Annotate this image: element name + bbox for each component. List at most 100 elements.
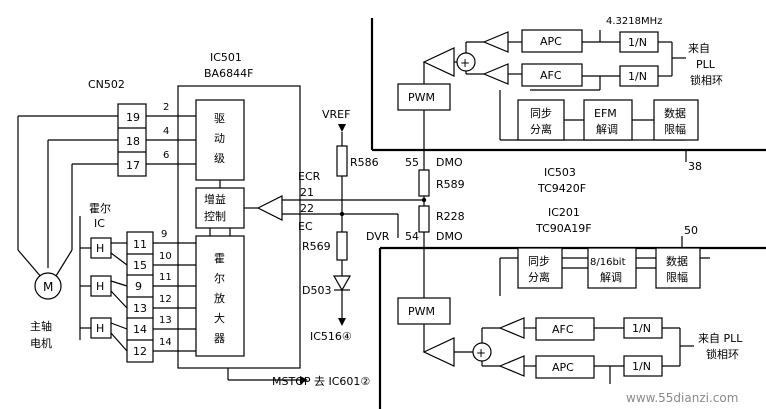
svg-text:2: 2 (163, 102, 169, 113)
svg-text:动: 动 (214, 132, 225, 145)
ic201-part: TC90A19F (535, 222, 592, 235)
svg-text:PWM: PWM (408, 91, 435, 104)
motor-symbol: M (43, 280, 53, 294)
ic501-name: IC501 (210, 51, 242, 64)
hall-pin-12: 12 (133, 345, 147, 358)
svg-text:1/N: 1/N (628, 36, 647, 49)
svg-text:限幅: 限幅 (666, 271, 688, 284)
svg-text:来自 PLL: 来自 PLL (698, 332, 743, 345)
dvr-label: DVR (366, 230, 390, 243)
svg-text:器: 器 (214, 332, 225, 345)
svg-text:控制: 控制 (204, 209, 226, 223)
bottom-apc-amp-icon (498, 355, 525, 377)
bottom-apc-block (535, 355, 595, 379)
vref-label: VREF (322, 108, 350, 121)
ic503-pin-38: 38 (688, 160, 702, 173)
svg-text:尔: 尔 (214, 272, 225, 285)
hall-ic-label-line1: 霍尔 (89, 202, 111, 215)
svg-text:分离: 分离 (528, 270, 550, 284)
svg-text:22: 22 (300, 202, 314, 215)
ic201-name: IC201 (548, 206, 580, 219)
top-afc-block (521, 63, 583, 87)
r228-resistor (418, 205, 430, 233)
spindle-motor-icon (34, 272, 62, 300)
hall-pin-14: 14 (133, 323, 147, 336)
svg-text:分离: 分离 (530, 122, 552, 136)
hall-pin-9: 9 (135, 280, 142, 293)
svg-text:解调: 解调 (600, 270, 622, 284)
svg-text:6: 6 (163, 150, 169, 161)
svg-text:EFM: EFM (594, 107, 617, 120)
svg-text:11: 11 (159, 272, 172, 283)
mstop-label: MSTOP 去 IC601② (272, 375, 370, 388)
motor-label-line1: 主轴 (30, 319, 52, 333)
svg-text:H: H (96, 322, 104, 335)
svg-text:锁相环: 锁相环 (706, 347, 739, 361)
svg-text:同步: 同步 (530, 107, 552, 120)
svg-text:限幅: 限幅 (664, 123, 686, 136)
hall-amplifier-block (195, 235, 245, 357)
svg-text:1/N: 1/N (632, 360, 651, 373)
svg-text:H: H (96, 242, 104, 255)
top-data-limit-block (653, 99, 699, 141)
svg-text:13: 13 (159, 315, 172, 326)
bottom-pwm-block (397, 297, 451, 325)
r586-resistor (336, 145, 348, 177)
svg-text:级: 级 (214, 152, 225, 165)
svg-text:同步: 同步 (528, 255, 550, 268)
svg-text:10: 10 (159, 251, 172, 262)
top-afc-amp-icon (482, 63, 509, 85)
bottom-amp-icon (422, 337, 455, 367)
hall-ic-label-line2: IC (94, 217, 105, 230)
svg-text:APC: APC (552, 361, 574, 374)
svg-text:+: + (476, 346, 486, 360)
svg-text:DMO: DMO (436, 156, 463, 169)
svg-text:D503: D503 (302, 284, 331, 297)
ic501-part: BA6844F (204, 67, 253, 80)
top-freq-label: 4.3218MHz (606, 16, 662, 27)
svg-text:1/N: 1/N (632, 322, 651, 335)
svg-text:21: 21 (300, 186, 314, 199)
svg-text:R586: R586 (350, 156, 379, 169)
r589-resistor (418, 169, 430, 197)
svg-text:DMO: DMO (436, 230, 463, 243)
svg-text:PWM: PWM (408, 305, 435, 318)
svg-text:霍: 霍 (214, 252, 225, 265)
ic516-label: IC516④ (310, 330, 352, 343)
svg-text:EC: EC (298, 220, 313, 233)
svg-text:ECR: ECR (298, 170, 321, 183)
error-amp-icon (256, 195, 283, 221)
motor-label-line2: 电机 (30, 336, 52, 350)
watermark-text: www.55dianzi.com (626, 391, 738, 405)
svg-text:AFC: AFC (540, 69, 562, 82)
cn502-pin-17: 17 (126, 159, 140, 172)
ic503-part: TC9420F (537, 182, 586, 195)
svg-text:APC: APC (540, 35, 562, 48)
svg-text:AFC: AFC (552, 323, 574, 336)
svg-text:来自: 来自 (688, 42, 710, 55)
svg-text:8/16bit: 8/16bit (590, 257, 626, 268)
cn502-label: CN502 (88, 78, 125, 91)
svg-text:数据: 数据 (666, 254, 688, 268)
top-apc-block (521, 29, 583, 53)
svg-text:R569: R569 (302, 240, 331, 253)
d503-diode-icon (332, 275, 352, 292)
ic503-name: IC503 (544, 166, 576, 179)
svg-text:R589: R589 (436, 178, 465, 191)
top-efm-demod-block (583, 99, 633, 141)
svg-text:PLL: PLL (696, 58, 716, 71)
svg-text:14: 14 (159, 337, 172, 348)
hall-pin-13: 13 (133, 302, 147, 315)
bottom-afc-block (535, 317, 595, 341)
svg-text:解调: 解调 (596, 122, 618, 136)
svg-text:1/N: 1/N (628, 70, 647, 83)
top-apc-amp-icon (482, 31, 509, 53)
hall-pin-11: 11 (133, 238, 147, 251)
svg-text:大: 大 (214, 311, 225, 325)
bottom-816-demod-block (587, 247, 637, 289)
svg-text:增益: 增益 (204, 192, 226, 206)
svg-text:H: H (96, 280, 104, 293)
svg-text:驱: 驱 (214, 112, 225, 125)
